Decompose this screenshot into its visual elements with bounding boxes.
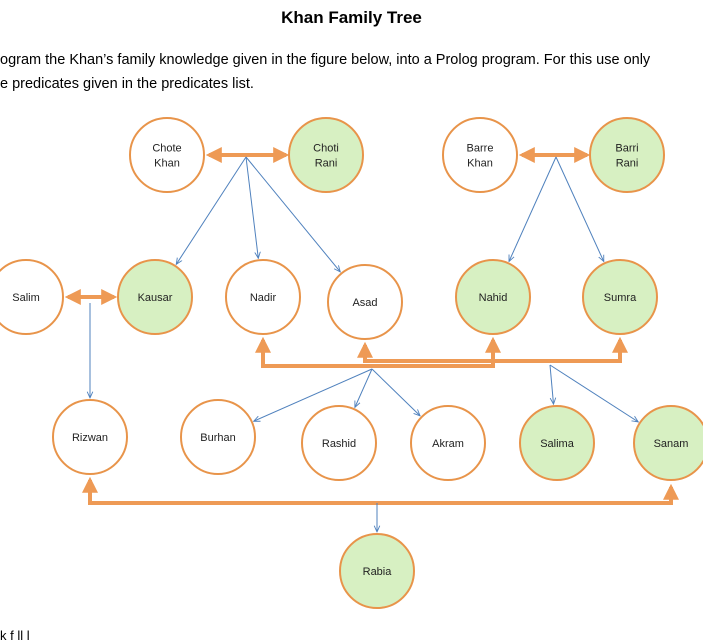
person-circle — [633, 405, 703, 481]
document-title: Khan Family Tree — [281, 8, 422, 27]
person-label: Burhan — [200, 432, 235, 444]
person-circle — [589, 117, 665, 193]
child-arrow-chote_khan-to-asad — [245, 156, 340, 272]
person-label: Sumra — [604, 292, 637, 304]
person-circle — [582, 259, 658, 335]
person-circle — [117, 259, 193, 335]
person-label: Chote — [152, 143, 181, 155]
child-arrow-chote_khan-to-kausar — [176, 156, 247, 264]
instruction-line-1: ogram the Khan’s family knowledge given … — [0, 52, 651, 68]
person-circle — [455, 259, 531, 335]
person-label: Rabia — [363, 566, 393, 578]
person-label: Khan — [154, 158, 180, 170]
person-circle — [288, 117, 364, 193]
person-label: Barri — [615, 143, 638, 155]
person-node-sanam: Sanam — [633, 405, 703, 481]
instruction-line-2: e predicates given in the predicates lis… — [0, 76, 254, 92]
person-label: Rashid — [322, 438, 356, 450]
person-label: Asad — [352, 297, 377, 309]
person-label: Akram — [432, 438, 464, 450]
child-arrow-chote_khan-to-nadir — [245, 156, 258, 258]
person-circle — [225, 259, 301, 335]
person-circle — [52, 399, 128, 475]
person-label: Kausar — [138, 292, 173, 304]
person-label: Rani — [616, 158, 639, 170]
marriage-arrow-rizwan-sanam — [82, 476, 679, 505]
person-node-nadir: Nadir — [225, 259, 301, 335]
child-arrow-nadir-to-rashid — [354, 368, 373, 407]
marriage-arrow-asad-sumra — [357, 336, 628, 363]
child-arrow-barre_khan-to-sumra — [555, 156, 604, 262]
child-arrow-barre_khan-to-nahid — [509, 156, 557, 261]
person-circle — [0, 259, 64, 335]
person-node-akram: Akram — [410, 405, 486, 481]
person-circle — [410, 405, 486, 481]
person-label: Choti — [313, 143, 339, 155]
person-label: Sanam — [654, 438, 689, 450]
person-circle — [180, 399, 256, 475]
person-node-salima: Salima — [519, 405, 595, 481]
person-node-rabia: Rabia — [339, 533, 415, 609]
child-arrow-asad-to-sanam — [549, 364, 638, 422]
person-node-burhan: Burhan — [180, 399, 256, 475]
child-arrow-asad-to-salima — [549, 364, 554, 404]
child-arrow-nadir-to-akram — [371, 368, 420, 416]
person-circle — [519, 405, 595, 481]
person-node-sumra: Sumra — [582, 259, 658, 335]
person-circle — [339, 533, 415, 609]
person-label: Nahid — [479, 292, 508, 304]
person-label: Nadir — [250, 292, 277, 304]
person-node-asad: Asad — [327, 264, 403, 340]
person-label: Barre — [467, 143, 494, 155]
person-label: Rizwan — [72, 432, 108, 444]
person-label: Rani — [315, 158, 338, 170]
person-node-rizwan: Rizwan — [52, 399, 128, 475]
person-node-nahid: Nahid — [455, 259, 531, 335]
cut-off-text: k f ll l — [0, 628, 30, 643]
person-circle — [301, 405, 377, 481]
person-circle — [327, 264, 403, 340]
person-circle — [129, 117, 205, 193]
person-node-rashid: Rashid — [301, 405, 377, 481]
person-circle — [442, 117, 518, 193]
person-label: Salim — [12, 292, 40, 304]
child-arrow-nadir-to-burhan — [254, 368, 373, 421]
person-label: Khan — [467, 158, 493, 170]
person-node-kausar: Kausar — [117, 259, 193, 335]
person-node-salim: Salim — [0, 259, 64, 335]
person-label: Salima — [540, 438, 575, 450]
